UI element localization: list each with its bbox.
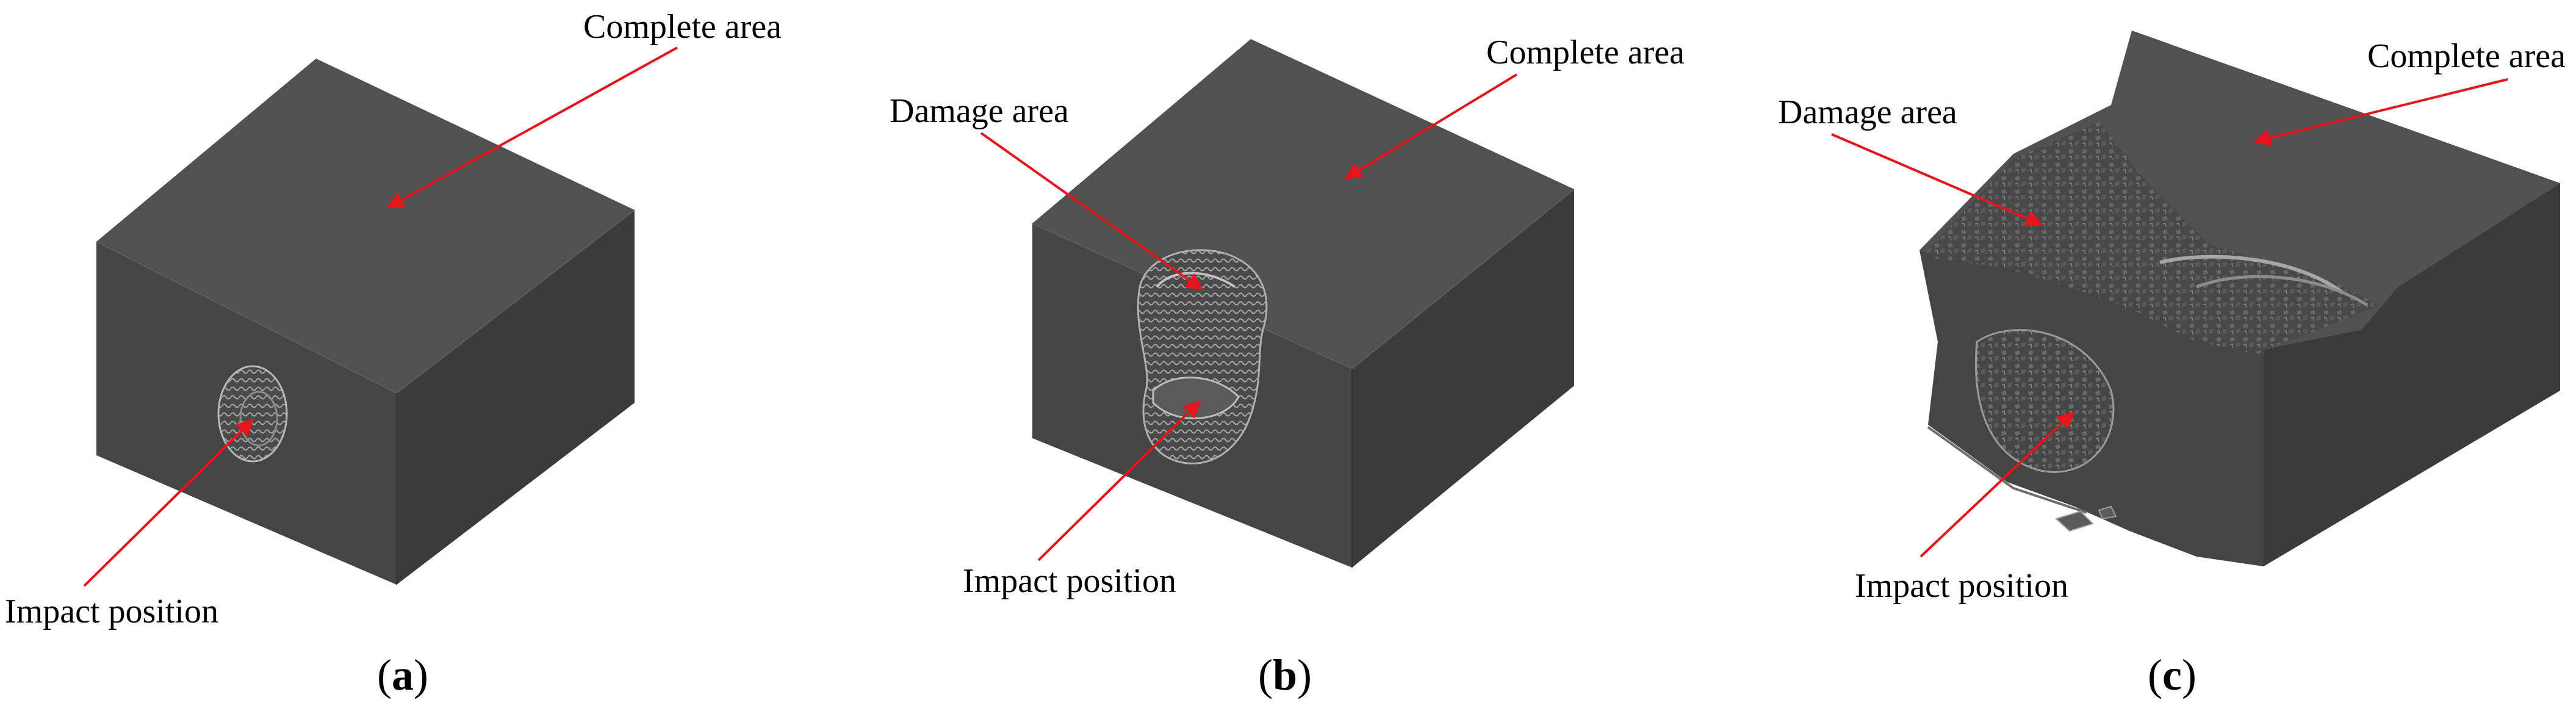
label-damage-area-c: Damage area [1778,93,1957,131]
arrow-complete-area-b [1344,73,1518,179]
arrow-damage-area-c [1831,133,2043,226]
arrow-complete-area-a [386,46,678,209]
damage-region-c [1922,122,2380,532]
block-b-top-face [1032,39,1574,369]
caption-c: (c) [2148,651,2196,699]
label-complete-area-a: Complete area [583,8,782,46]
panel-c: Damage area Complete area Impact positio… [1778,31,2566,699]
label-impact-position-c: Impact position [1855,567,2068,605]
damage-region-b [1137,249,1268,464]
label-complete-area-b: Complete area [1486,34,1685,71]
block-b [1032,39,1575,568]
arrow-impact-position-c [1919,411,2075,558]
block-a [96,59,635,585]
panel-a: Complete area Impact position (a) [5,8,782,699]
arrow-impact-position-a [83,419,254,587]
block-a-side-face [397,210,635,585]
block-b-side-face [1352,189,1574,568]
arrow-complete-area-c [2253,78,2508,146]
label-impact-position-a: Impact position [5,593,218,630]
block-c-side-face [2264,183,2560,566]
label-complete-area-c: Complete area [2367,37,2566,75]
arrow-impact-position-b [1037,400,1201,561]
panel-b: Damage area Complete area Impact positio… [890,34,1685,699]
caption-a: (a) [377,651,428,699]
arrow-damage-area-b [980,132,1204,291]
label-damage-area-b: Damage area [890,92,1069,130]
label-impact-position-b: Impact position [963,562,1176,600]
caption-b: (b) [1258,651,1312,699]
impact-crater-a [217,365,288,463]
